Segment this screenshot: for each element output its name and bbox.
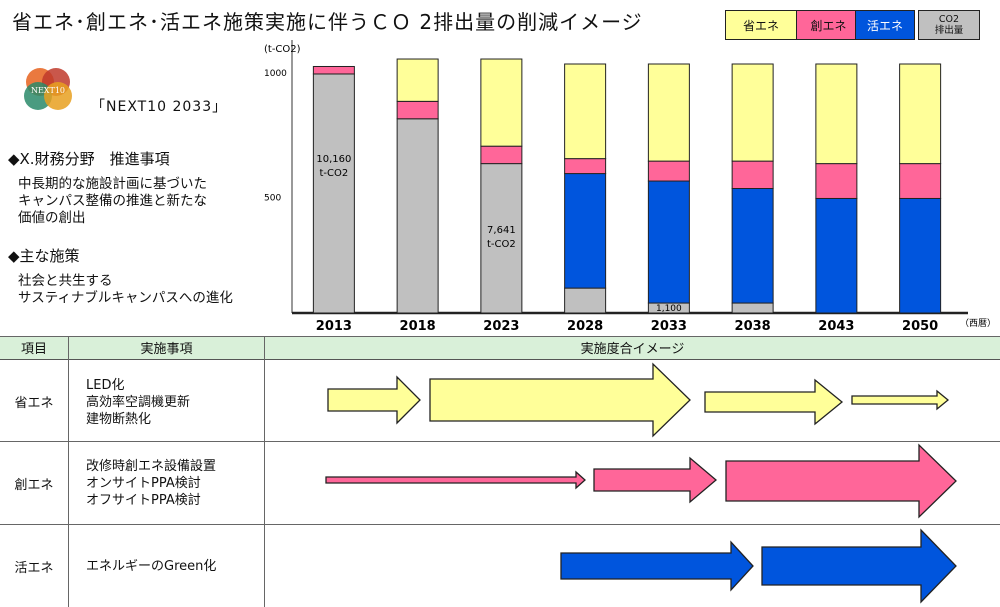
section-heading: ◆X.財務分野 推進事項 [8,150,170,168]
logo-text: NEXT10 [31,86,65,95]
y-tick-label: 1000 [264,69,287,79]
bar-segment [396,100,439,120]
list-item: オンサイトPPA検討 [86,476,201,491]
logo-label: ｢NEXT10 2033｣ [98,99,221,115]
arrow-save-3 [704,378,844,426]
legend-save: 省エネ [725,10,797,40]
x-axis-suffix: （西暦） [960,318,996,329]
bar-segment [815,63,858,165]
section-text: キャンパス整備の推進と新たな [18,193,207,209]
data-label: 7,641 [487,225,516,236]
bar-segment [564,287,607,314]
header-item: 項目 [0,336,68,360]
bar-segment [815,163,858,199]
bar-segment [731,63,774,162]
next10-logo: NEXT10 [12,58,84,120]
legend-label: 創エネ [810,18,847,33]
data-label: 10,160 [316,154,351,165]
row-label-create: 創エネ [14,477,54,493]
bar-segment [899,197,942,314]
x-tick-label: 2028 [567,319,603,334]
x-tick-label: 2018 [400,319,436,334]
table-divider [68,336,69,607]
arrow-utilize-2 [761,528,957,604]
arrow-create-2 [593,456,718,504]
arrow-create-1 [325,470,586,490]
x-tick-label: 2038 [735,319,771,334]
bar-segment [731,160,774,189]
x-tick-label: 2043 [818,319,854,334]
bar-segment [312,65,355,75]
table-divider [0,524,1000,525]
implementation-table: 項目 実施事項 実施度合イメージ 省エネ 創エネ 活エネ LED化 高効率空調機… [0,336,1000,607]
row-label-utilize: 活エネ [14,560,54,576]
arrow-utilize-1 [560,540,754,592]
list-item: 建物断熱化 [86,412,152,427]
section-text: 価値の創出 [18,210,86,226]
bar-segment [815,197,858,314]
table-divider [264,336,265,607]
bar-segment [396,58,439,102]
table-divider [0,441,1000,442]
legend-label: 省エネ [742,18,779,33]
bar-segment [480,163,523,314]
table-divider [0,336,1000,337]
bar-segment [647,160,690,182]
legend-label: CO2 [938,14,960,25]
arrow-save-1 [327,375,421,425]
x-tick-label: 2013 [316,319,352,334]
bar-segment [564,158,607,175]
legend-utilize: 活エネ [855,10,915,40]
list-item: 改修時創エネ設備設置 [86,459,217,474]
legend-label: 排出量 [934,25,964,36]
list-item: LED化 [86,378,125,393]
row-label-save: 省エネ [14,395,54,411]
data-label: t-CO2 [320,168,349,179]
bar-segment [312,73,355,314]
page-title: 省エネ･創エネ･活エネ施策実施に伴うＣＯ 2排出量の削減イメージ [12,10,643,34]
bar-segment [731,302,774,314]
arrow-save-4 [851,389,950,411]
bar-segment [480,58,523,147]
header-degree-image: 実施度合イメージ [265,336,1000,360]
data-label: 1,100 [656,304,682,314]
section-text: 中長期的な施設計画に基づいた [18,176,207,192]
bar-segment [731,188,774,304]
bar-segment [647,63,690,162]
section-text: サスティナブルキャンパスへの進化 [18,290,233,306]
list-item: 高効率空調機更新 [86,395,191,410]
x-tick-label: 2050 [902,319,938,334]
y-tick-label: 500 [264,194,281,204]
bar-segment [899,163,942,199]
logo-graphic: NEXT10 [12,58,84,120]
list-item: エネルギーのGreen化 [86,559,217,574]
bar-segment [564,173,607,289]
bar-segment [480,145,523,165]
bar-segment [396,118,439,314]
arrow-create-3 [725,443,957,519]
bar-segment [647,180,690,304]
list-item: オフサイトPPA検討 [86,493,201,508]
legend-label: 活エネ [866,18,903,33]
row-items-create: 改修時創エネ設備設置 オンサイトPPA検討 オフサイトPPA検討 [86,458,216,509]
header-measures: 実施事項 [69,336,264,360]
x-tick-label: 2023 [483,319,519,334]
data-label: t-CO2 [487,239,516,250]
row-items-utilize: エネルギーのGreen化 [86,558,216,575]
bar-segment [564,63,607,160]
x-tick-label: 2033 [651,319,687,334]
section-text: 社会と共生する [18,273,113,289]
degree-arrows [325,362,957,604]
bar-segment [899,63,942,165]
y-unit-label: (t-CO2) [264,44,301,55]
co2-reduction-chart: (t-CO2) 1000 500 2013 2018 2023 2028 2033 2038 20… [264,40,996,334]
arrow-save-2 [429,362,691,438]
section-heading: ◆主な施策 [8,247,80,265]
row-items-save: LED化 高効率空調機更新 建物断熱化 [86,377,190,428]
